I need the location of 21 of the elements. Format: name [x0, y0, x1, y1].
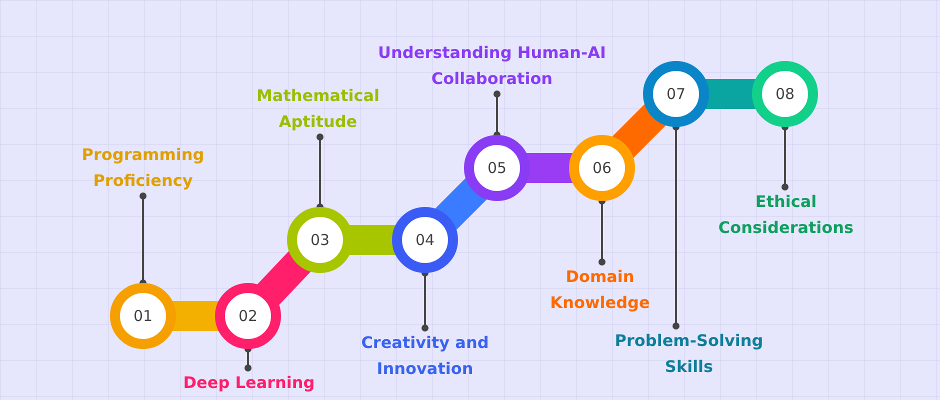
step-number: 04 [415, 231, 435, 249]
chain-link [705, 79, 756, 109]
chain-link [526, 153, 573, 183]
chain-link [257, 250, 311, 306]
step-number: 06 [592, 159, 612, 177]
chain-link [612, 104, 666, 158]
step-number: 02 [238, 307, 258, 325]
chain-link [349, 225, 396, 255]
step-label: Domain Knowledge [545, 264, 655, 316]
step-label: Creativity and Innovation [350, 330, 500, 382]
step-number: 08 [775, 85, 795, 103]
step-label: Mathematical Aptitude [248, 83, 388, 135]
step-label: Deep Learning [164, 370, 334, 396]
step-label: Ethical Considerations [711, 189, 861, 241]
step-label: Problem-Solving Skills [604, 328, 774, 380]
step-number: 01 [133, 307, 153, 325]
step-label: Programming Proficiency [76, 142, 210, 194]
step-number: 03 [310, 231, 330, 249]
chain-link [172, 301, 219, 331]
step-number: 07 [666, 85, 686, 103]
step-number: 05 [487, 159, 507, 177]
